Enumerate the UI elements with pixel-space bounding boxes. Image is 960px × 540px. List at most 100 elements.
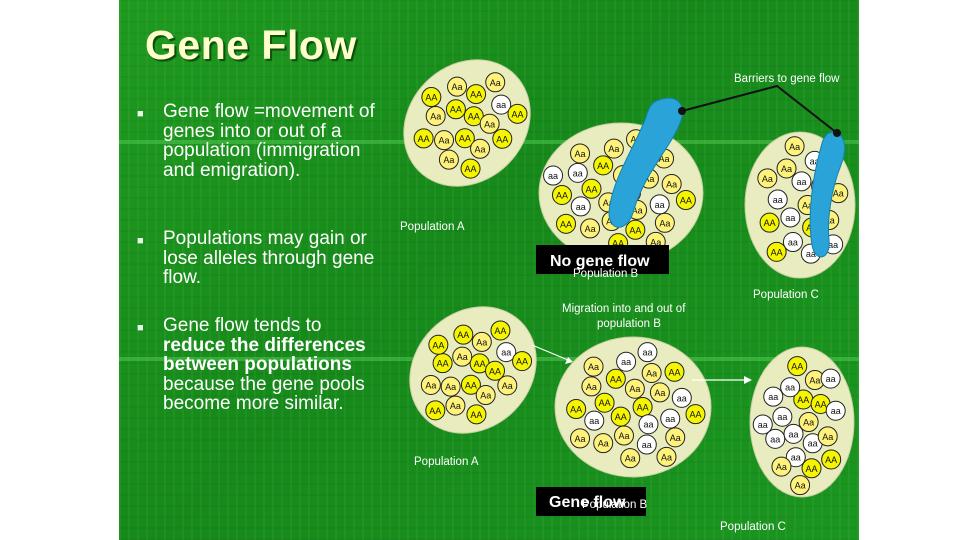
bullet-2-text: Populations may gain or lose alleles thr… xyxy=(163,228,375,288)
allele-label: aa xyxy=(589,416,599,426)
allele-circle xyxy=(496,342,517,363)
allele-circle xyxy=(610,406,631,427)
allele-label: Aa xyxy=(445,382,456,392)
allele-label: Aa xyxy=(490,78,501,88)
allele-label: AA xyxy=(612,239,624,249)
allele-label: Aa xyxy=(457,352,468,362)
allele-label: aa xyxy=(770,434,780,444)
allele-circle xyxy=(434,130,455,151)
allele-label: aa xyxy=(573,168,583,178)
allele-circle xyxy=(491,94,512,115)
allele-circle xyxy=(671,387,692,408)
allele-circle xyxy=(759,212,780,233)
allele-circle xyxy=(665,427,686,448)
migration-label-line-2: population B xyxy=(597,318,661,330)
allele-circle xyxy=(637,342,658,363)
slide: Gene Flow ■ Gene flow =movement of genes… xyxy=(119,0,859,540)
allele-circle xyxy=(780,377,801,398)
allele-label: Aa xyxy=(762,174,773,184)
allele-circle xyxy=(497,375,518,396)
allele-label: AA xyxy=(689,410,701,420)
allele-label: aa xyxy=(796,177,806,187)
allele-label: Aa xyxy=(632,205,643,215)
allele-label: AA xyxy=(425,93,437,103)
allele-label: Aa xyxy=(646,368,657,378)
barrier-pointer-line xyxy=(681,84,838,134)
allele-circle xyxy=(654,212,675,233)
allele-circle xyxy=(445,99,466,120)
allele-label: aa xyxy=(758,420,768,430)
gene-flow-label: Gene flow xyxy=(549,494,626,511)
allele-label: Aa xyxy=(789,142,800,152)
allele-label: Aa xyxy=(629,384,640,394)
allele-circle xyxy=(583,356,604,377)
allele-label: Aa xyxy=(659,154,670,164)
allele-circle xyxy=(791,171,812,192)
allele-label: Aa xyxy=(603,198,614,208)
allele-circle xyxy=(656,446,677,467)
allele-circle xyxy=(570,428,591,449)
allele-label: Aa xyxy=(781,164,792,174)
allele-label: Aa xyxy=(588,362,599,372)
allele-circle xyxy=(466,84,487,105)
allele-label: AA xyxy=(496,134,508,144)
allele-label: AA xyxy=(457,330,469,340)
allele-circle xyxy=(581,376,602,397)
allele-circle xyxy=(675,190,696,211)
allele-label: AA xyxy=(556,190,568,200)
allele-label: Aa xyxy=(598,439,609,449)
allele-circle xyxy=(649,194,670,215)
allele-label: Aa xyxy=(452,82,463,92)
allele-circle xyxy=(428,334,449,355)
allele-label: AA xyxy=(825,455,837,465)
allele-label: AA xyxy=(637,403,649,413)
allele-circle xyxy=(782,232,803,253)
allele-label: aa xyxy=(642,348,652,358)
allele-circle xyxy=(570,143,591,164)
allele-circle xyxy=(413,128,434,149)
allele-label: AA xyxy=(806,464,818,474)
allele-circle xyxy=(470,138,491,159)
allele-label: aa xyxy=(789,429,799,439)
allele-label: Aa xyxy=(585,224,596,234)
allele-label: AA xyxy=(615,412,627,422)
allele-label: Aa xyxy=(654,388,665,398)
allele-label: Aa xyxy=(809,375,820,385)
allele-circle xyxy=(452,346,473,367)
allele-label: aa xyxy=(806,249,816,259)
allele-label: AA xyxy=(470,410,482,420)
allele-label: AA xyxy=(764,218,776,228)
allele-label: AA xyxy=(511,109,523,119)
population-a-label: Population A xyxy=(400,221,465,233)
allele-label: Aa xyxy=(484,119,495,129)
allele-label: aa xyxy=(785,213,795,223)
allele-circle xyxy=(512,351,533,372)
allele-circle xyxy=(620,448,641,469)
allele-circle xyxy=(817,426,838,447)
allele-circle xyxy=(581,178,602,199)
allele-circle xyxy=(772,406,793,427)
allele-label: aa xyxy=(831,406,841,416)
allele-label: Aa xyxy=(802,201,813,211)
allele-circle xyxy=(685,404,706,425)
allele-label: AA xyxy=(450,105,462,115)
allele-label: Aa xyxy=(833,189,844,199)
allele-label: aa xyxy=(808,439,818,449)
allele-circle xyxy=(475,385,496,406)
bullet-marker: ■ xyxy=(137,235,144,247)
allele-circle xyxy=(660,408,681,429)
allele-circle xyxy=(820,368,841,389)
allele-circle xyxy=(661,174,682,195)
allele-circle xyxy=(780,207,801,228)
allele-circle xyxy=(580,218,601,239)
allele-label: aa xyxy=(828,240,838,250)
allele-circle xyxy=(447,76,468,97)
population-b-label-bottom: Population B xyxy=(582,499,648,511)
allele-circle xyxy=(440,376,461,397)
allele-circle xyxy=(479,113,500,134)
allele-circle xyxy=(438,149,459,170)
allele-label: AA xyxy=(489,366,501,376)
allele-label: AA xyxy=(437,359,449,369)
allele-circle xyxy=(784,136,805,157)
